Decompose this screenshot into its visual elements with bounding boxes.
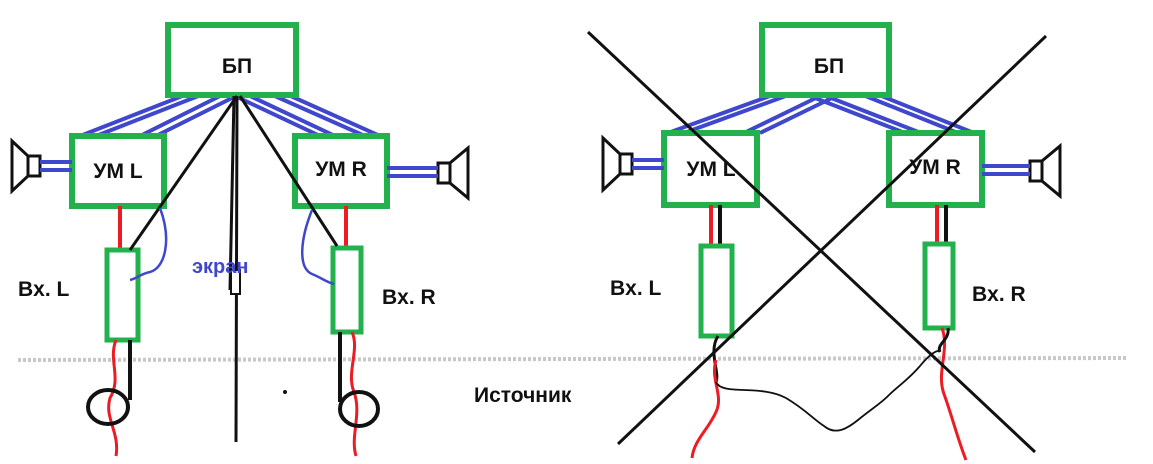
right-input-r-label: Bx. R	[972, 283, 1026, 306]
left-input-r-shield	[301, 209, 335, 286]
right-source-r-signal	[939, 327, 968, 461]
left-speaker-r-icon	[436, 144, 470, 202]
left-input-l-box	[104, 247, 141, 343]
left-psu-label: БП	[222, 55, 252, 78]
left-amp-r-box	[292, 133, 390, 209]
left-input-r-box	[330, 245, 364, 335]
left-source-l-connector	[86, 388, 130, 426]
right-source-r-ground	[937, 327, 950, 353]
right-psu-amp-wires	[667, 91, 975, 135]
right-input-r-box	[922, 241, 956, 331]
left-source-r-connector	[338, 390, 380, 428]
left-psu-amp-wires	[79, 91, 381, 138]
left-screen-wires	[128, 95, 339, 443]
right-psu-label: БП	[814, 55, 844, 78]
left-speaker-r-wires	[387, 166, 438, 178]
right-psu-box	[759, 22, 892, 98]
right-speaker-r-icon	[1028, 142, 1062, 200]
left-speaker-l-icon	[10, 137, 42, 195]
left-source-l-signal	[107, 339, 119, 457]
right-amp-r-label: УМ R	[909, 156, 961, 179]
right-speaker-l-icon	[601, 134, 634, 194]
right-diagram-cross-out	[586, 30, 1048, 454]
left-input-l-label: Bx. L	[18, 278, 70, 301]
right-diagram: БП УМ L УМ R Bx. L Bx. R	[586, 22, 1062, 461]
left-diagram: БП УМ L УМ R Bx. L Bx. R	[10, 22, 470, 457]
left-amp-r-label: УМ R	[315, 158, 367, 181]
left-screen-marker	[230, 269, 241, 295]
left-input-r-label: Bx. R	[382, 286, 436, 309]
left-speaker-l-wires	[40, 160, 72, 172]
right-amp-l-label: УМ L	[686, 158, 735, 181]
right-source-l-signal	[690, 359, 721, 459]
source-label: Источник	[474, 384, 572, 407]
source-ground-line	[17, 356, 1129, 362]
right-speaker-r-wires	[982, 164, 1030, 176]
left-amp-l-label: УМ L	[93, 160, 142, 183]
left-input-l-shield	[129, 207, 168, 282]
right-input-l-label: Bx. L	[610, 277, 662, 300]
right-input-l-box	[698, 243, 735, 339]
left-psu-box	[165, 22, 299, 98]
left-stray-dot	[283, 390, 287, 394]
right-ground-loop-wire	[715, 350, 941, 432]
left-screen-label: экран	[192, 256, 248, 278]
right-speaker-l-wires	[632, 158, 664, 170]
